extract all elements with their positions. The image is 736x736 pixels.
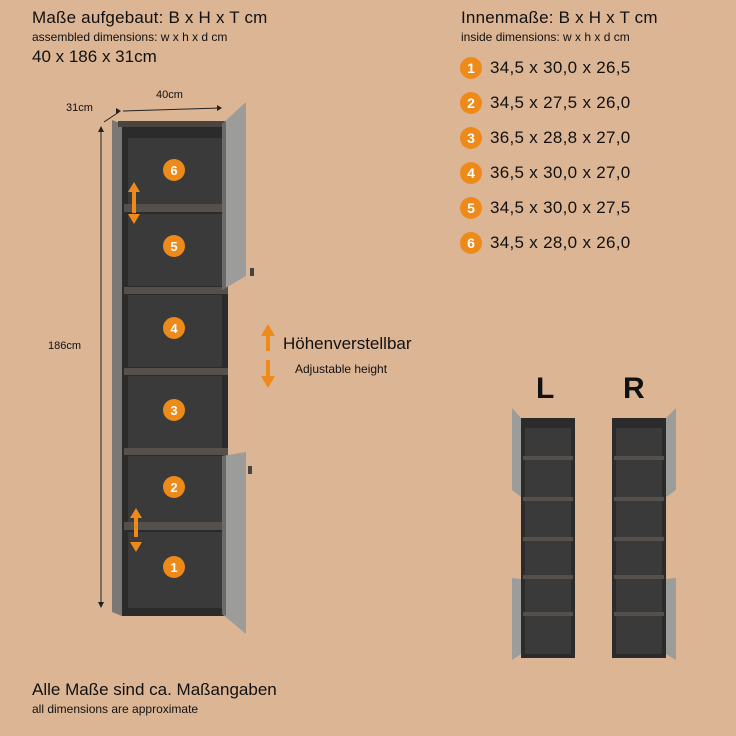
inside-dim-value: 36,5 x 28,8 x 27,0 bbox=[490, 128, 631, 147]
adjustable-label-en: Adjustable height bbox=[295, 362, 388, 376]
adjust-arrow-top bbox=[128, 182, 140, 224]
shelf-badge-1: 1 bbox=[163, 556, 185, 578]
inside-dim-row: 4 36,5 x 30,0 x 27,0 bbox=[460, 158, 631, 188]
inside-dim-value: 34,5 x 30,0 x 27,5 bbox=[490, 198, 631, 217]
inside-dim-row: 6 34,5 x 28,0 x 26,0 bbox=[460, 228, 631, 258]
assembled-value: 40 x 186 x 31cm bbox=[32, 47, 157, 66]
number-badge: 6 bbox=[460, 232, 482, 254]
height-label: 186cm bbox=[48, 340, 82, 352]
adjust-arrow-bottom bbox=[130, 508, 142, 552]
number-badge: 2 bbox=[460, 92, 482, 114]
assembled-title: Maße aufgebaut: B x H x T cm bbox=[32, 8, 268, 27]
variant-right-label: R bbox=[623, 372, 645, 405]
shelf-badge-5: 5 bbox=[163, 235, 185, 257]
shelf-badge-2: 2 bbox=[163, 476, 185, 498]
upper-door bbox=[222, 102, 246, 290]
cabinet-side bbox=[112, 120, 122, 616]
width-label: 40cm bbox=[156, 89, 183, 101]
footer-note-en: all dimensions are approximate bbox=[32, 702, 199, 716]
lower-door bbox=[222, 452, 246, 634]
inside-dim-value: 36,5 x 30,0 x 27,0 bbox=[490, 163, 631, 182]
variant-right-illustration bbox=[612, 408, 676, 660]
inside-dim-value: 34,5 x 28,0 x 26,0 bbox=[490, 233, 631, 252]
assembled-subtitle: assembled dimensions: w x h x d cm bbox=[32, 30, 228, 44]
depth-label: 31cm bbox=[66, 102, 93, 114]
shelf-badge-3: 3 bbox=[163, 399, 185, 421]
inside-dim-value: 34,5 x 30,0 x 26,5 bbox=[490, 58, 631, 77]
inside-dim-value: 34,5 x 27,5 x 26,0 bbox=[490, 93, 631, 112]
adjustable-label-de: Höhenverstellbar bbox=[283, 334, 412, 353]
shelf-badge-6: 6 bbox=[163, 159, 185, 181]
inside-dim-row: 2 34,5 x 27,5 x 26,0 bbox=[460, 88, 631, 118]
inside-subtitle: inside dimensions: w x h x d cm bbox=[461, 30, 630, 44]
adjustable-legend-arrows bbox=[261, 324, 275, 388]
variant-left-illustration bbox=[512, 408, 575, 660]
inside-dim-row: 1 34,5 x 30,0 x 26,5 bbox=[460, 53, 631, 83]
number-badge: 4 bbox=[460, 162, 482, 184]
number-badge: 5 bbox=[460, 197, 482, 219]
inside-title: Innenmaße: B x H x T cm bbox=[461, 8, 658, 27]
number-badge: 1 bbox=[460, 57, 482, 79]
variant-left-label: L bbox=[536, 372, 555, 405]
inside-dim-row: 3 36,5 x 28,8 x 27,0 bbox=[460, 123, 631, 153]
inside-dimensions-list: 1 34,5 x 30,0 x 26,5 2 34,5 x 27,5 x 26,… bbox=[460, 53, 631, 258]
number-badge: 3 bbox=[460, 127, 482, 149]
inside-dim-row: 5 34,5 x 30,0 x 27,5 bbox=[460, 193, 631, 223]
shelf-badge-4: 4 bbox=[163, 317, 185, 339]
footer-note-de: Alle Maße sind ca. Maßangaben bbox=[32, 680, 277, 699]
